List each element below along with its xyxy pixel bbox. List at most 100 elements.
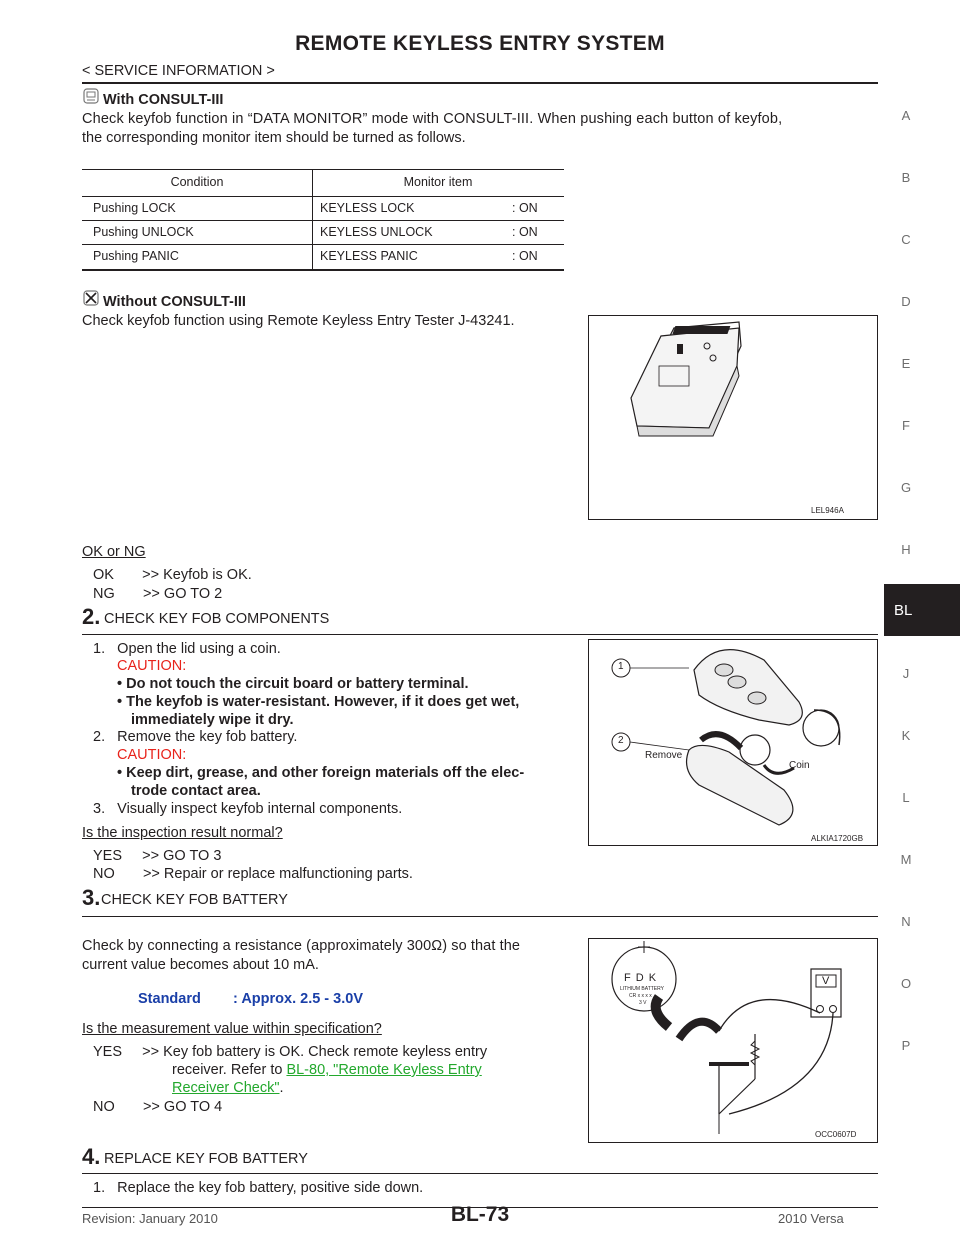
step3-rule (82, 916, 878, 917)
section-letter-l[interactable]: L (902, 790, 910, 805)
table-header-condition: Condition (170, 175, 224, 189)
keyless-tester-illustration (630, 321, 742, 437)
no-consult-icon (83, 290, 99, 306)
figure-keyless-tester: LEL946A (588, 315, 878, 520)
figure-code: OCC0607D (815, 1130, 857, 1139)
table-header-monitor: Monitor item (403, 175, 473, 189)
step3-yes-line3: Receiver Check". (172, 1079, 284, 1098)
step3-yes-line2: receiver. Refer to BL-80, "Remote Keyles… (172, 1061, 482, 1080)
section-letter-k[interactable]: K (901, 728, 911, 743)
table-cell-value: : ON (512, 201, 538, 215)
keyfob-illustration (611, 649, 841, 826)
figure-battery-check: F D K LITHIUM BATTERY CR x x x x 3 V V O… (588, 938, 878, 1143)
step2-item3: 3. Visually inspect keyfob internal comp… (93, 801, 403, 817)
voltmeter-label: V (822, 975, 830, 987)
section-letter-e[interactable]: E (901, 356, 911, 371)
step3-question: Is the measurement value within specific… (82, 1021, 382, 1037)
step2-number: 2. (82, 604, 101, 629)
without-consult-heading: Without CONSULT-III (103, 294, 246, 310)
figure-keyfob: 1 2 Remove Coin ALKIA1720GB (588, 639, 878, 846)
figure-callout-1: 1 (618, 661, 624, 672)
figure-callout-2: 2 (618, 735, 624, 746)
step2-bullet1: • Do not touch the circuit board or batt… (117, 676, 469, 692)
step2-question: Is the inspection result normal? (82, 825, 283, 841)
battery-brand: F D K (624, 972, 658, 984)
ng-result: NG >> GO TO 2 (93, 586, 223, 602)
step2-caution2: CAUTION: (117, 747, 187, 763)
table-cell-condition: Pushing LOCK (93, 201, 176, 215)
step2-bullet2a: • The keyfob is water-resistant. However… (117, 694, 520, 710)
table-cell-item: KEYLESS PANIC (320, 249, 418, 263)
standard-value: : Approx. 2.5 - 3.0V (233, 991, 363, 1007)
step4-title: REPLACE KEY FOB BATTERY (104, 1151, 308, 1167)
table-cell-item: KEYLESS LOCK (320, 201, 415, 215)
section-letter-h[interactable]: H (901, 542, 911, 557)
table-top-rule (82, 169, 564, 170)
figure-code: ALKIA1720GB (811, 834, 864, 843)
battery-model: CR x x x x (629, 993, 652, 999)
battery-voltage: 3 V (639, 1000, 647, 1006)
step3-yes-line1: YES >> Key fob battery is OK. Check remo… (93, 1044, 488, 1060)
footer-rule (82, 1207, 878, 1208)
battery-type: LITHIUM BATTERY (620, 986, 664, 992)
step2-bullet3b: trode contact area. (131, 783, 261, 799)
step2-yes: YES >> GO TO 3 (93, 848, 222, 864)
figure-label-remove: Remove (645, 750, 683, 761)
step2-caution1: CAUTION: (117, 658, 187, 674)
table-cell-item: KEYLESS UNLOCK (320, 225, 433, 239)
step3-no: NO >> GO TO 4 (93, 1099, 223, 1115)
period: . (279, 1080, 284, 1096)
step3-text-2: current value becomes about 10 mA. (82, 957, 319, 973)
step2-bullet3a: • Keep dirt, grease, and other foreign m… (117, 765, 525, 781)
table-row-rule-1 (82, 220, 564, 221)
step2-no: NO >> Repair or replace malfunctioning p… (93, 866, 413, 882)
header-rule (82, 82, 878, 84)
figure-code: LEL946A (811, 506, 844, 515)
with-consult-heading: With CONSULT-III (103, 92, 224, 108)
step2-bullet2b: immediately wipe it dry. (131, 712, 294, 728)
page-number: BL-73 (450, 1203, 510, 1226)
step3-number: 3. (82, 885, 101, 910)
with-consult-text-1: Check keyfob function in “DATA MONITOR” … (82, 111, 783, 127)
step2-item1: 1. Open the lid using a coin. (93, 641, 281, 657)
table-cell-condition: Pushing UNLOCK (93, 225, 194, 239)
without-consult-text: Check keyfob function using Remote Keyle… (82, 313, 515, 329)
section-letter-p[interactable]: P (901, 1038, 911, 1053)
step3-refer-text: receiver. Refer to (172, 1062, 287, 1078)
step4-rule (82, 1173, 878, 1174)
section-letter-c[interactable]: C (901, 232, 911, 247)
table-cell-value: : ON (512, 249, 538, 263)
ref-link-bl80[interactable]: BL-80, "Remote Keyless Entry (286, 1062, 482, 1078)
table-col-divider (312, 169, 313, 270)
table-bottom-rule (82, 269, 564, 271)
section-letter-g[interactable]: G (900, 480, 912, 495)
with-consult-text-2: the corresponding monitor item should be… (82, 130, 466, 146)
footer-model: 2010 Versa (778, 1211, 844, 1226)
section-letter-m[interactable]: M (900, 852, 912, 867)
ok-ng-label: OK or NG (82, 544, 146, 560)
section-letter-b[interactable]: B (901, 170, 911, 185)
table-cell-value: : ON (512, 225, 538, 239)
ref-link-receiver-check[interactable]: Receiver Check" (172, 1080, 280, 1096)
step2-rule (82, 634, 878, 635)
figure-label-coin: Coin (789, 760, 810, 771)
step3-text-1: Check by connecting a resistance (approx… (82, 938, 521, 954)
table-row-rule-2 (82, 244, 564, 245)
standard-label: Standard (138, 991, 201, 1007)
ok-result: OK >> Keyfob is OK. (93, 567, 252, 583)
footer-revision: Revision: January 2010 (82, 1211, 218, 1226)
breadcrumb: < SERVICE INFORMATION > (82, 63, 275, 79)
step4-item1: 1. Replace the key fob battery, positive… (93, 1180, 424, 1196)
consult-icon (83, 88, 99, 104)
step2-item2: 2. Remove the key fob battery. (93, 729, 298, 745)
section-letter-f[interactable]: F (902, 418, 910, 433)
section-letter-o[interactable]: O (900, 976, 912, 991)
section-letter-j[interactable]: J (902, 666, 910, 681)
table-header-rule (82, 196, 564, 197)
section-letter-n[interactable]: N (901, 914, 911, 929)
step4-number: 4. (82, 1144, 101, 1169)
section-letter-a[interactable]: A (901, 108, 911, 123)
section-letter-d[interactable]: D (901, 294, 911, 309)
section-tab-bl-active[interactable]: BL (884, 584, 960, 636)
page-title: REMOTE KEYLESS ENTRY SYSTEM (295, 32, 665, 55)
